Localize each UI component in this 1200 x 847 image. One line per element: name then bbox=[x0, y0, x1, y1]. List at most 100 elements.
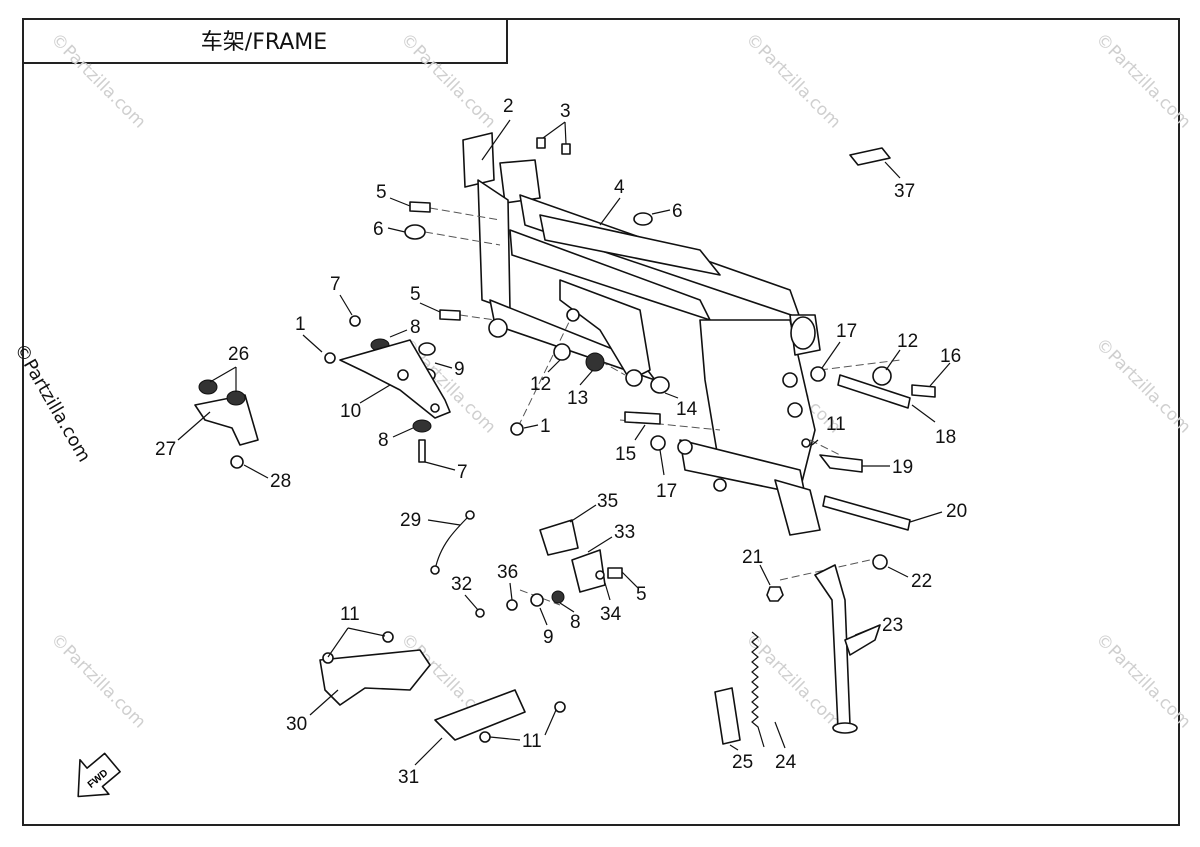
fasteners bbox=[324, 137, 936, 602]
callout-number: 19 bbox=[892, 457, 913, 478]
callout-number: 1 bbox=[295, 314, 306, 335]
callout-number: 6 bbox=[672, 201, 683, 222]
steering-head bbox=[499, 159, 541, 204]
diagram-border bbox=[22, 18, 1180, 826]
callout-number: 34 bbox=[600, 604, 622, 625]
nut bbox=[766, 586, 784, 602]
callout-number: 2 bbox=[503, 96, 514, 117]
washer bbox=[650, 435, 666, 451]
forward-arrow-icon: FWD bbox=[77, 752, 121, 798]
small-bracket bbox=[819, 454, 863, 473]
callout-number: 30 bbox=[286, 714, 307, 735]
cap-plug bbox=[536, 137, 546, 149]
bolt bbox=[439, 309, 461, 321]
bolt bbox=[409, 201, 431, 213]
callout-number: 28 bbox=[270, 471, 291, 492]
mount-hole bbox=[566, 308, 580, 322]
callout-number: 17 bbox=[656, 481, 677, 502]
wire-bracket bbox=[430, 510, 475, 575]
washer bbox=[810, 366, 826, 382]
callout-number: 5 bbox=[636, 584, 647, 605]
callout-number: 14 bbox=[676, 399, 698, 420]
callout-number: 36 bbox=[497, 562, 518, 583]
footrest-bracket bbox=[194, 379, 259, 469]
callout-number: 13 bbox=[567, 388, 588, 409]
bushing bbox=[650, 376, 670, 394]
callout-number: 10 bbox=[340, 401, 361, 422]
watermark: ©Partzilla.com bbox=[46, 629, 149, 732]
stand-pivot-bolt bbox=[822, 495, 911, 531]
callout-number: 31 bbox=[398, 767, 419, 788]
watermark: ©Partzilla.com bbox=[1091, 29, 1194, 132]
callout-number: 6 bbox=[373, 219, 384, 240]
mount-hole bbox=[713, 478, 727, 492]
callout-labels: 1 1 2 3 4 5 5 5 6 6 7 7 8 8 8 bbox=[155, 96, 967, 788]
warning-sticker bbox=[849, 147, 891, 166]
spring-cover bbox=[714, 687, 741, 745]
callout-number: 8 bbox=[410, 317, 421, 338]
mount-hole bbox=[782, 372, 798, 388]
bolt bbox=[418, 439, 426, 463]
callout-number: 26 bbox=[228, 344, 249, 365]
bushing bbox=[585, 352, 605, 372]
watermark-group: ©Partzilla.com ©Partzilla.com ©Partzilla… bbox=[46, 29, 1194, 732]
callout-number: 7 bbox=[330, 274, 341, 295]
callout-number: 22 bbox=[911, 571, 932, 592]
washer bbox=[404, 224, 426, 240]
callout-number: 3 bbox=[560, 101, 571, 122]
bolt-head bbox=[324, 352, 336, 364]
callout-number: 18 bbox=[935, 427, 956, 448]
spacer bbox=[872, 366, 892, 386]
callout-number: 15 bbox=[615, 444, 636, 465]
callout-number: 11 bbox=[826, 414, 846, 435]
callout-number: 20 bbox=[946, 501, 967, 522]
mount-hole bbox=[677, 439, 693, 455]
stand-bracket bbox=[774, 479, 821, 536]
callout-number: 33 bbox=[614, 522, 635, 543]
cap-plug bbox=[561, 143, 571, 155]
callout-number: 24 bbox=[775, 752, 797, 773]
pivot-boss bbox=[790, 316, 816, 350]
cross-tube bbox=[539, 214, 721, 276]
watermark: ©Partzilla.com bbox=[741, 629, 844, 732]
frame-label-plate bbox=[462, 132, 495, 188]
engine-hanger-bracket bbox=[339, 339, 451, 419]
nut bbox=[510, 422, 524, 436]
callout-number: 9 bbox=[454, 359, 465, 380]
callout-number: 27 bbox=[155, 439, 176, 460]
mount-hole bbox=[625, 369, 643, 387]
callout-number: 11 bbox=[522, 731, 542, 752]
bolt-head bbox=[349, 315, 361, 327]
callout-number: 7 bbox=[457, 462, 468, 483]
callout-number: 37 bbox=[894, 181, 915, 202]
side-stand bbox=[814, 564, 881, 734]
callout-number: 21 bbox=[742, 547, 763, 568]
bolt bbox=[911, 384, 936, 398]
callout-number: 5 bbox=[376, 182, 387, 203]
stand-spring bbox=[751, 631, 765, 748]
callout-number: 8 bbox=[378, 430, 389, 451]
watermark: ©Partzilla.com bbox=[1091, 334, 1194, 437]
callout-number: 11 bbox=[340, 604, 360, 625]
callout-number: 8 bbox=[570, 612, 581, 633]
through-bolt bbox=[837, 374, 911, 409]
callout-number: 1 bbox=[540, 416, 551, 437]
washer bbox=[633, 212, 653, 226]
bolt-head bbox=[801, 438, 811, 448]
callout-number: 12 bbox=[530, 374, 551, 395]
mount-hole bbox=[488, 318, 508, 338]
long-bolt bbox=[624, 411, 661, 425]
callout-number: 17 bbox=[836, 321, 857, 342]
mount-hole bbox=[787, 402, 803, 418]
diagram-title: 车架/FRAME bbox=[200, 30, 328, 55]
rubber-grommet bbox=[412, 419, 432, 433]
callout-number: 32 bbox=[451, 574, 472, 595]
callout-number: 35 bbox=[597, 491, 618, 512]
callout-number: 12 bbox=[897, 331, 918, 352]
callout-number: 4 bbox=[614, 177, 625, 198]
callout-number: 9 bbox=[543, 627, 554, 648]
callout-number: 29 bbox=[400, 510, 421, 531]
watermark: ©Partzilla.com bbox=[741, 29, 844, 132]
spacer bbox=[553, 343, 571, 361]
